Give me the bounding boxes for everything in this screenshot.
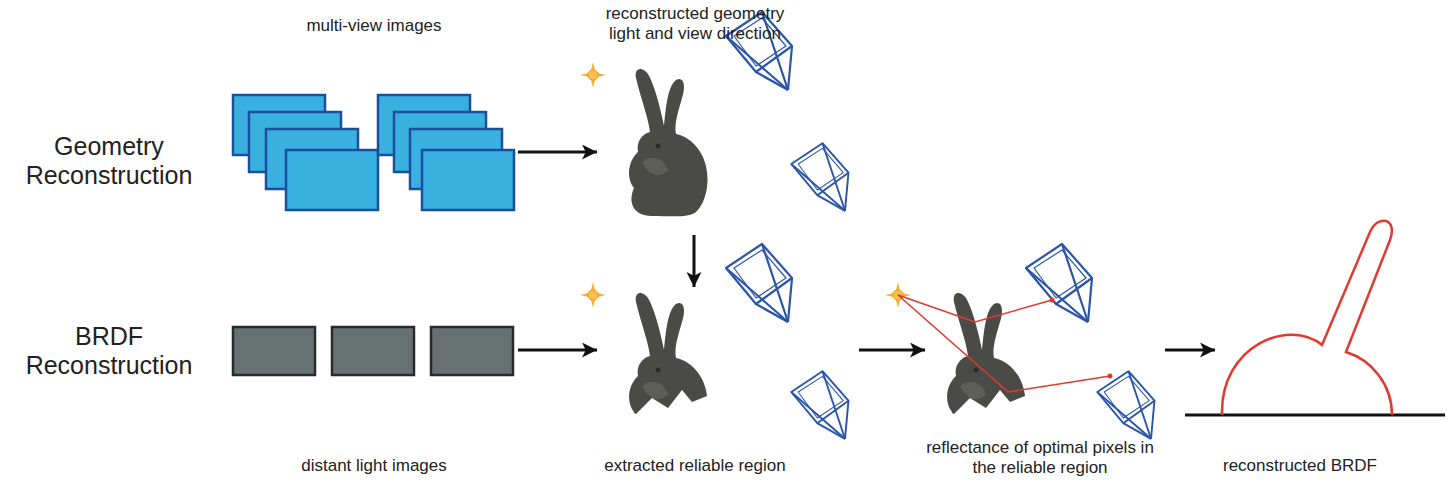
pixel-dot: [1108, 374, 1113, 379]
brdf-baseline: [1185, 414, 1445, 417]
bunny: [629, 69, 707, 216]
region-group: extracted reliable region: [597, 287, 859, 482]
bunny-region: [629, 293, 707, 440]
caption: extracted reliable region: [595, 456, 795, 476]
camera: [791, 143, 848, 211]
reflectance-group: reflectance of optimal pixels in the rel…: [925, 250, 1165, 482]
row-label: BRDF Reconstruction: [4, 322, 214, 380]
pixel-dot: [1050, 298, 1055, 303]
flow-arrow: [518, 349, 597, 352]
gray-images: [233, 327, 513, 375]
light-path: [898, 295, 1110, 392]
flow-arrow: [1165, 349, 1215, 352]
light-icon: [580, 282, 606, 308]
camera: [726, 244, 792, 322]
flow-arrow: [693, 235, 696, 287]
caption: distant light images: [230, 456, 518, 476]
camera: [1097, 371, 1154, 439]
flow-arrow: [518, 151, 597, 154]
camera: [791, 371, 848, 439]
caption: reconstructed geometry light and view di…: [595, 4, 795, 44]
caption: reflectance of optimal pixels in the rel…: [925, 438, 1155, 478]
geometry-group: reconstructed geometry light and view di…: [597, 0, 859, 235]
camera: [726, 12, 792, 90]
row-label: Geometry Reconstruction: [4, 132, 214, 190]
caption: reconstructed BRDF: [1215, 456, 1385, 476]
caption: multi-view images: [230, 16, 518, 36]
flow-arrow: [859, 349, 925, 352]
image-group: distant light images: [230, 318, 518, 482]
brdf-lobe: [1222, 221, 1392, 415]
light-icon: [580, 62, 606, 88]
image-group: multi-view images: [230, 12, 518, 218]
camera: [1026, 244, 1092, 322]
bunny-region: [947, 293, 1025, 440]
brdf-group: reconstructed BRDF: [1215, 240, 1449, 482]
image-stack: [233, 95, 514, 210]
